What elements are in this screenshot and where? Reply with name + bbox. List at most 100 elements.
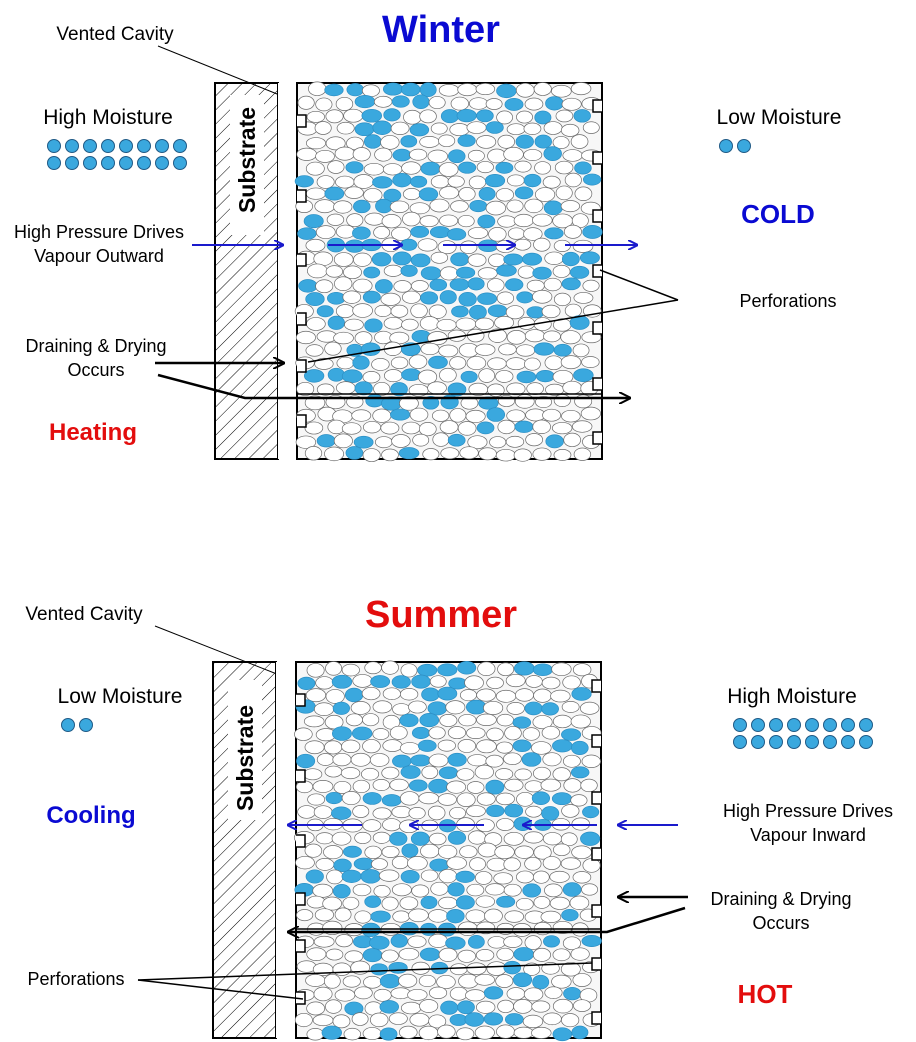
insulation-bead xyxy=(294,1012,313,1028)
insulation-bead xyxy=(571,1025,589,1040)
insulation-bead xyxy=(541,304,561,319)
insulation-bead xyxy=(532,419,551,435)
insulation-bead xyxy=(360,869,381,884)
insulation-bead xyxy=(322,896,342,911)
insulation-bead xyxy=(383,369,403,383)
insulation-bead xyxy=(335,224,356,239)
insulation-bead xyxy=(467,149,485,162)
insulation-bead xyxy=(449,278,470,291)
insulation-bead xyxy=(325,689,345,704)
insulation-bead xyxy=(523,831,544,844)
insulation-bead xyxy=(457,214,475,228)
insulation-bead xyxy=(418,187,439,202)
insulation-bead xyxy=(305,137,326,150)
insulation-bead xyxy=(312,780,334,793)
insulation-bead xyxy=(515,344,536,357)
insulation-bead xyxy=(428,355,448,369)
insulation-bead xyxy=(305,187,326,200)
insulation-bead xyxy=(343,108,364,123)
insulation-bead xyxy=(428,96,446,110)
insulation-bead xyxy=(561,251,580,267)
insulation-bead xyxy=(495,768,514,781)
insulation-bead xyxy=(551,84,572,98)
insulation-bead xyxy=(449,806,467,820)
insulation-bead xyxy=(571,740,589,755)
insulation-bead xyxy=(476,161,494,174)
insulation-bead xyxy=(303,369,325,383)
insulation-bead xyxy=(363,134,382,149)
insulation-bead xyxy=(373,988,392,1002)
insulation-bead xyxy=(531,1026,552,1039)
insulation-beads xyxy=(294,81,603,462)
insulation-bead xyxy=(400,1001,422,1015)
insulation-bead xyxy=(495,161,514,174)
insulation-bead xyxy=(541,725,561,740)
insulation-bead xyxy=(513,213,534,228)
insulation-bead xyxy=(552,136,570,149)
insulation-bead xyxy=(544,355,563,371)
insulation-bead xyxy=(554,160,574,175)
insulation-bead xyxy=(297,95,315,110)
insulation-bead xyxy=(488,253,506,268)
pressure-label-line2: Vapour Inward xyxy=(750,825,866,845)
perforations-left xyxy=(296,693,306,1005)
insulation-bead xyxy=(487,278,505,293)
insulation-bead xyxy=(495,370,514,383)
insulation-bead xyxy=(489,436,507,449)
moisture-dot xyxy=(859,735,873,749)
insulation-bead xyxy=(402,211,421,227)
insulation-bead xyxy=(327,367,345,382)
insulation-bead xyxy=(466,727,486,740)
insulation-bead xyxy=(439,714,458,727)
insulation-bead xyxy=(504,1013,524,1026)
insulation-bead xyxy=(560,355,582,370)
insulation-bead xyxy=(306,663,325,678)
draining-label-line1: Draining & Drying xyxy=(25,336,166,356)
insulation-bead xyxy=(363,975,382,989)
insulation-bead xyxy=(525,433,543,447)
moisture-dot xyxy=(83,156,97,170)
insulation-bead xyxy=(522,1014,544,1029)
insulation-bead xyxy=(496,1024,515,1039)
insulation-bead xyxy=(524,329,546,343)
insulation-bead xyxy=(411,674,431,689)
insulation-bead xyxy=(524,97,544,111)
insulation-bead xyxy=(363,162,385,176)
insulation-bead xyxy=(398,947,420,961)
insulation-bead xyxy=(525,675,543,688)
insulation-bead xyxy=(335,304,355,319)
vented-cavity-label: Vented Cavity xyxy=(25,604,143,625)
insulation-bead xyxy=(324,186,345,201)
insulation-bead xyxy=(345,446,364,460)
insulation-bead xyxy=(503,253,524,266)
insulation-bead xyxy=(383,316,404,330)
insulation-bead xyxy=(483,1012,504,1026)
insulation-bead xyxy=(382,82,404,96)
insulation-bead xyxy=(581,883,599,896)
insulation-bead xyxy=(476,739,497,754)
insulation-bead xyxy=(401,290,421,304)
insulation-bead xyxy=(411,961,430,975)
insulation-bead xyxy=(362,948,383,963)
insulation-bead xyxy=(304,740,325,755)
insulation-bead xyxy=(436,974,456,990)
insulation-bead xyxy=(428,1014,447,1029)
insulation-bead xyxy=(372,831,391,844)
insulation-bead xyxy=(486,804,505,817)
insulation-bead xyxy=(364,845,382,860)
vented-cavity xyxy=(278,83,297,459)
insulation-bead xyxy=(398,1025,418,1039)
insulation-bead xyxy=(532,213,553,227)
insulation-bead xyxy=(401,318,419,331)
right-moisture-dots xyxy=(719,139,751,153)
insulation-bead xyxy=(503,831,525,846)
insulation-bead xyxy=(457,1000,475,1015)
insulation-bead xyxy=(361,108,383,123)
insulation-bead xyxy=(477,292,498,305)
insulation-bead xyxy=(345,713,363,727)
insulation-bead xyxy=(364,212,385,226)
insulation-bead xyxy=(388,1012,408,1025)
insulation-bead xyxy=(341,422,362,435)
moisture-dot xyxy=(841,718,855,732)
insulation-bead xyxy=(475,895,496,908)
